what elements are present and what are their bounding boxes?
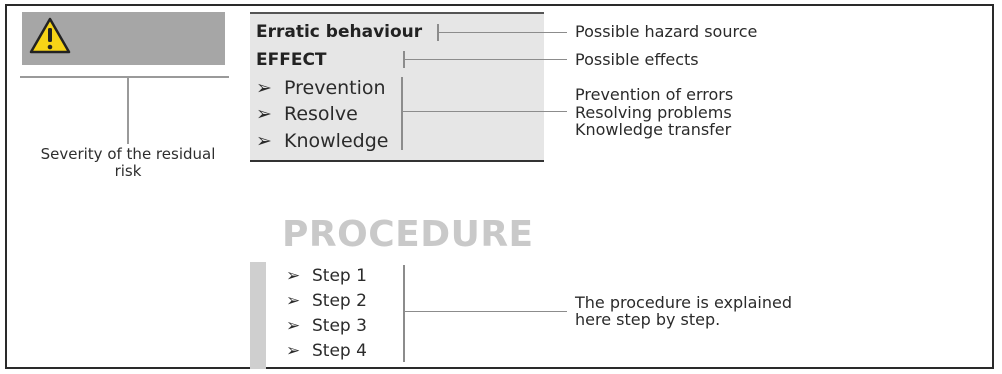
step-item-3: ➢ Step 3 (286, 316, 367, 336)
bullet-annotation-1: Prevention of errors (575, 85, 734, 104)
step-item-2: ➢ Step 2 (286, 291, 367, 311)
procedure-title: PROCEDURE (282, 214, 534, 255)
diagram-frame (5, 4, 994, 369)
procedure-annotation-1: The procedure is explained (575, 293, 792, 312)
warning-triangle-icon (29, 17, 71, 54)
procedure-side-bar (250, 262, 266, 369)
procedure-bracket (403, 265, 405, 362)
effect-bracket (403, 51, 405, 68)
step-label: Step 3 (312, 316, 367, 336)
bullet-resolve: ➢ Resolve (256, 103, 358, 125)
hazard-connector (439, 32, 567, 33)
severity-label: Severity of the residual risk (40, 145, 216, 180)
hazard-title: Erratic behaviour (256, 22, 423, 42)
bullet-annotation-2: Resolving problems (575, 103, 732, 122)
effect-connector (405, 59, 567, 60)
step-label: Step 2 (312, 291, 367, 311)
bullet-label: Prevention (284, 77, 386, 99)
step-arrow-icon: ➢ (286, 316, 301, 336)
bullet-arrow-icon: ➢ (256, 103, 272, 125)
panel-top-border (250, 12, 544, 14)
bullet-arrow-icon: ➢ (256, 130, 272, 152)
step-label: Step 1 (312, 266, 367, 286)
hazard-panel (250, 12, 544, 160)
bullets-connector (403, 111, 567, 112)
step-arrow-icon: ➢ (286, 341, 301, 361)
warning-header (22, 12, 225, 65)
step-arrow-icon: ➢ (286, 291, 301, 311)
step-label: Step 4 (312, 341, 367, 361)
bullet-knowledge: ➢ Knowledge (256, 130, 388, 152)
bullet-label: Resolve (284, 103, 358, 125)
severity-connector (127, 78, 129, 144)
bullet-label: Knowledge (284, 130, 389, 152)
step-arrow-icon: ➢ (286, 266, 301, 286)
hazard-annotation: Possible hazard source (575, 22, 758, 41)
bullet-prevention: ➢ Prevention (256, 77, 386, 99)
step-item-4: ➢ Step 4 (286, 341, 367, 361)
bullet-arrow-icon: ➢ (256, 77, 272, 99)
effect-title: EFFECT (256, 50, 327, 70)
effects-annotation: Possible effects (575, 50, 699, 69)
procedure-annotation-2: here step by step. (575, 310, 721, 329)
hazard-bracket (437, 24, 439, 41)
bullets-bracket (401, 77, 403, 150)
step-item-1: ➢ Step 1 (286, 266, 367, 286)
bullet-annotation-3: Knowledge transfer (575, 120, 732, 139)
warning-underline (20, 76, 229, 78)
panel-bottom-border (250, 160, 544, 162)
procedure-connector (405, 311, 567, 312)
